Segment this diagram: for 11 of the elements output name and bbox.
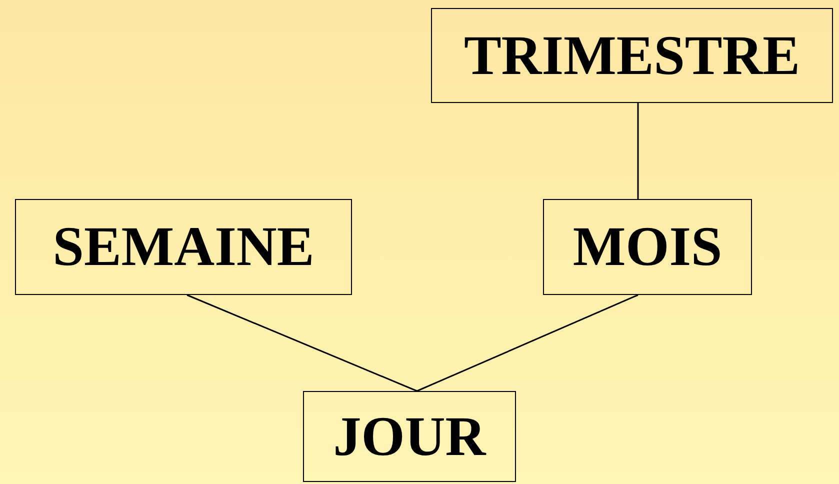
label-box (431, 8, 833, 103)
box-label: MOIS (572, 219, 722, 275)
label-box (543, 199, 752, 295)
label-box (15, 199, 352, 295)
connector-line (416, 294, 638, 392)
label-box (303, 391, 516, 482)
box-label: TRIMESTRE (464, 28, 800, 84)
box-label: JOUR (333, 408, 486, 464)
connector-line (637, 103, 639, 199)
box-label: SEMAINE (52, 219, 314, 275)
connector-line (186, 294, 418, 392)
